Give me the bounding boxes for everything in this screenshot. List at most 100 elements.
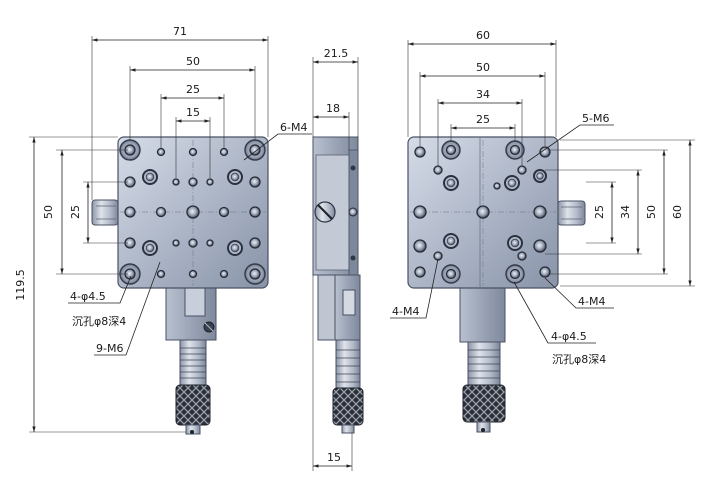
right-micrometer-thimble [462,384,506,423]
tapped-hole-bore [145,172,155,182]
leader-9-m6 [94,261,161,356]
label-6-m4: 6-M4 [280,121,307,134]
tapped-hole [476,205,490,219]
leader-4-m4-right [544,277,614,309]
tapped-hole-bore [145,243,155,253]
dim-label-v50: 50 [42,205,55,219]
tapped-hole [219,147,229,157]
through-hole [445,268,457,280]
leader-4-phi4-5 [68,275,132,304]
tapped-hole [413,205,427,219]
side-sleeve-graduations [336,349,360,383]
label-4-m4-left: 4-M4 [392,305,419,318]
through-hole [509,268,521,280]
tapped-hole [414,266,426,278]
label-counterbore: 沉孔φ8深4 [72,315,126,328]
label-5-m6: 5-M6 [582,112,609,125]
dim-label-50: 50 [186,55,200,68]
micrometer-sleeve [179,339,207,386]
tapped-hole [433,251,443,261]
label-counterbore-right: 沉孔φ8深4 [552,353,606,366]
right-hole-pattern [413,140,551,284]
tapped-hole [155,206,167,218]
through-hole [509,144,521,156]
dim-label-v60: 60 [671,205,684,219]
tapped-hole [188,147,198,157]
side-hole [350,165,356,171]
sleeve-graduations [180,347,206,379]
right-sleeve-graduations [468,349,500,379]
leader-5-m6 [526,124,614,163]
tapped-hole-bore [507,178,517,188]
tapped-hole [124,206,136,218]
label-4-phi4-5: 4-φ4.5 [70,290,106,303]
right-side-knob [557,200,586,226]
tapped-hole [188,238,198,248]
micrometer-tip [185,424,201,435]
dim-label-25-right: 25 [476,113,490,126]
tapped-hole [188,269,198,279]
dim-label-21-5: 21.5 [324,47,349,60]
tapped-hole [533,205,547,219]
tapped-hole [433,165,443,175]
label-4-phi4-5-right: 4-φ4.5 [551,330,587,343]
tapped-hole [539,266,551,278]
tapped-hole [413,239,427,253]
through-hole [249,268,261,280]
side-micrometer-tip [341,424,355,434]
side-lower-block [317,274,336,341]
right-micrometer-tip [476,421,491,433]
tapped-hole [156,269,166,279]
leader-4-m4-left [390,258,439,319]
tapped-hole-bore [230,172,240,182]
through-hole [249,144,261,156]
side-hole [350,255,356,261]
left-center-lines [120,140,266,286]
side-lock-block [342,289,356,316]
tapped-hole [249,176,261,188]
right-micrometer-sleeve [467,341,501,386]
tapped-hole [188,177,198,187]
right-view: 60 50 34 25 5-M6 60 50 34 25 4-M4 [390,29,695,433]
tip-dot [190,430,194,434]
side-micrometer-sleeve [335,339,361,389]
tapped-hole-bore [446,178,456,188]
tapped-hole-bore [446,236,456,246]
side-view: 21.5 18 15 [312,47,364,471]
dim-label-25: 25 [186,83,200,96]
tapped-hole [533,239,547,253]
micrometer-thimble [175,384,211,426]
tapped-hole [493,182,501,190]
tapped-hole [218,206,230,218]
dim-label-50-right: 50 [476,61,490,74]
dim-label-71: 71 [173,25,187,38]
lock-screw-slot [204,322,214,332]
tapped-hole [249,237,261,249]
dim-label-v25-right: 25 [593,205,606,219]
leader-4-phi4-5-right [513,281,596,344]
dim-label-v25: 25 [69,205,82,219]
tapped-hole [186,205,200,219]
right-center-lines [410,140,556,286]
tapped-hole [219,269,229,279]
tapped-hole-bore [536,172,544,180]
side-micrometer-thimble [332,387,364,426]
dim-label-v50-right: 50 [645,205,658,219]
lock-block [184,287,206,317]
dim-label-34: 34 [476,88,490,101]
tapped-hole [517,165,527,175]
tapped-hole [206,239,214,247]
tapped-hole-bore [510,238,520,248]
left-hole-pattern [119,139,266,285]
label-9-m6: 9-M6 [96,342,123,355]
tip-dot [481,428,485,432]
tapped-hole [206,178,214,186]
tapped-hole [172,239,180,247]
tapped-hole-bore [230,243,240,253]
dim-label-15: 15 [186,106,200,119]
dim-label-18: 18 [326,102,340,115]
left-side-knob [91,199,119,226]
right-micrometer-block [459,287,506,343]
dim-label-v34: 34 [619,205,632,219]
